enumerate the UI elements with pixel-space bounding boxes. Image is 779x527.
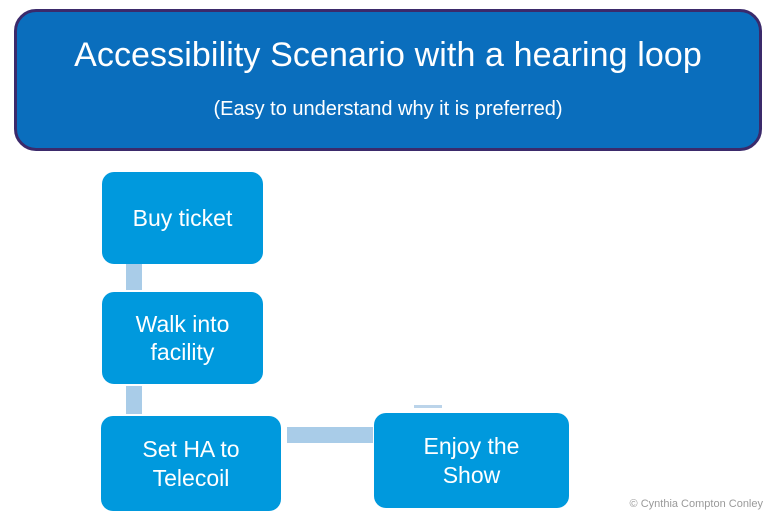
connector-stub-above-enjoy-show — [414, 405, 442, 408]
connector-set-ha-to-enjoy-show — [287, 427, 373, 443]
connector-buy-ticket-to-walk-into — [126, 264, 142, 290]
connector-walk-into-to-set-ha — [126, 386, 142, 414]
flow-node-enjoy-the-show: Enjoy the Show — [374, 413, 569, 508]
page-subtitle: (Easy to understand why it is preferred) — [213, 98, 563, 120]
flow-node-set-ha-to-telecoil: Set HA to Telecoil — [101, 416, 281, 511]
copyright-credit: © Cynthia Compton Conley — [629, 498, 763, 510]
flow-node-walk-into-facility: Walk into facility — [102, 292, 263, 384]
page-title: Accessibility Scenario with a hearing lo… — [74, 36, 702, 74]
flow-node-buy-ticket: Buy ticket — [102, 172, 263, 264]
title-banner: Accessibility Scenario with a hearing lo… — [14, 9, 762, 151]
